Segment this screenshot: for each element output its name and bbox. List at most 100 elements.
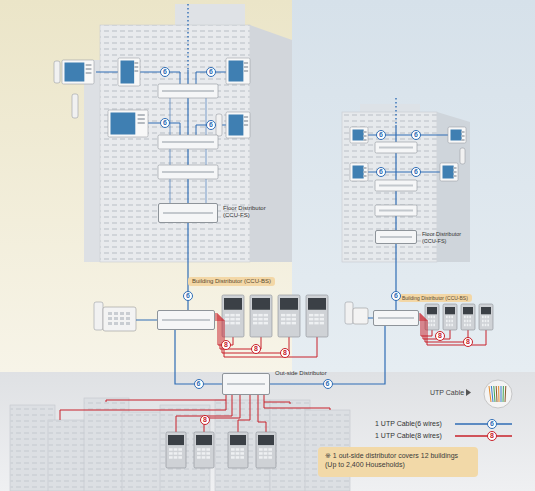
panel-key xyxy=(259,456,263,459)
note-box: ※ 1 out-side distributor covers 12 build… xyxy=(318,447,478,477)
lobby-panel xyxy=(228,432,248,468)
lobby-panel xyxy=(443,304,457,330)
panel-key xyxy=(487,316,489,319)
panel-key xyxy=(485,324,487,327)
callout-number: 8 xyxy=(251,344,261,354)
panel-key xyxy=(259,448,263,451)
distributor-box: Out-side Distributor xyxy=(222,373,270,395)
monitor-button xyxy=(363,131,366,133)
lobby-panel xyxy=(250,295,272,337)
monitor-button xyxy=(453,171,456,173)
panel-key xyxy=(286,318,290,321)
apartment-building xyxy=(122,412,162,491)
callout-number: 6 xyxy=(391,291,401,301)
panel-key xyxy=(292,322,296,325)
phone-key xyxy=(120,312,124,315)
cable-strand xyxy=(491,386,493,402)
label-tag: Building Distributor (CCU-BS) xyxy=(398,294,472,302)
monitor-button xyxy=(461,135,464,137)
callout-number: 6 xyxy=(376,130,386,140)
panel-key xyxy=(253,318,257,321)
panel-key xyxy=(258,318,262,321)
panel-key xyxy=(449,316,451,319)
panel-key xyxy=(264,322,268,325)
panel-key xyxy=(482,320,484,323)
floor-distributor xyxy=(375,142,417,153)
monitor-button xyxy=(244,120,248,122)
panel-key xyxy=(236,456,240,459)
panel-key xyxy=(225,318,229,321)
cable-strand xyxy=(496,386,498,402)
monitor-button xyxy=(244,66,248,68)
distributor-slot xyxy=(162,319,210,321)
panel-camera xyxy=(224,298,242,310)
panel-key xyxy=(314,314,318,317)
floor-distributor xyxy=(375,180,417,191)
video-monitor xyxy=(226,112,250,138)
panel-key xyxy=(264,448,268,451)
lobby-panel xyxy=(461,304,475,330)
panel-key xyxy=(467,320,469,323)
phone-key xyxy=(114,317,118,320)
monitor-screen xyxy=(121,61,135,84)
legend-line-6 xyxy=(455,423,512,424)
video-monitor xyxy=(350,127,368,143)
panel-key xyxy=(240,448,244,451)
utp-cable-8 xyxy=(419,318,468,342)
distributor-slot xyxy=(379,185,413,187)
monitor-screen xyxy=(353,166,364,179)
panel-key xyxy=(309,314,313,317)
panel-key xyxy=(240,456,244,459)
callout-number: 6 xyxy=(183,291,193,301)
panel-key xyxy=(449,324,451,327)
monitor-button xyxy=(134,66,138,68)
monitor-screen xyxy=(229,61,244,82)
lobby-panel xyxy=(479,304,493,330)
panel-key xyxy=(236,452,240,455)
dotted-riser xyxy=(395,98,396,125)
panel-key xyxy=(482,316,484,319)
panel-key xyxy=(253,314,257,317)
panel-key xyxy=(236,314,240,317)
panel-key xyxy=(428,324,430,327)
background-left xyxy=(0,0,292,372)
monitor-screen xyxy=(111,113,136,135)
callout-number: 6 xyxy=(160,67,170,77)
panel-key xyxy=(292,314,296,317)
monitor-screen xyxy=(65,63,85,82)
panel-key xyxy=(197,456,201,459)
distributor-box: Floor Distributor (CCU-FS) xyxy=(158,203,218,223)
distributor-slot xyxy=(163,212,213,214)
panel-key xyxy=(467,324,469,327)
building-windows xyxy=(122,412,162,491)
video-monitor xyxy=(440,163,458,181)
handset xyxy=(72,94,78,118)
panel-key xyxy=(206,448,210,451)
phone-key xyxy=(108,322,112,325)
panel-key xyxy=(258,322,262,325)
utp-cable-8 xyxy=(419,320,486,345)
panel-key xyxy=(264,456,268,459)
monitor-button xyxy=(461,139,464,141)
panel-key xyxy=(231,448,235,451)
panel-key xyxy=(264,314,268,317)
video-monitor xyxy=(118,58,140,86)
callout-number: 8 xyxy=(435,331,445,341)
monitor-button xyxy=(134,70,138,72)
panel-key xyxy=(202,456,206,459)
panel-key xyxy=(314,322,318,325)
lobby-panel xyxy=(278,295,300,337)
panel-key xyxy=(451,324,453,327)
panel-key xyxy=(281,314,285,317)
panel-key xyxy=(236,318,240,321)
panel-key xyxy=(206,452,210,455)
panel-camera xyxy=(280,298,298,310)
panel-key xyxy=(259,452,263,455)
panel-key xyxy=(286,322,290,325)
callout-number: 8 xyxy=(200,415,210,425)
building-windows xyxy=(48,420,88,491)
note-text: ※ 1 out-side distributor covers 12 build… xyxy=(325,451,471,470)
utp-cable-8 xyxy=(106,400,226,402)
floor-distributor xyxy=(375,205,417,216)
node-label: Floor Distributor (CCU-FS) xyxy=(422,231,474,244)
